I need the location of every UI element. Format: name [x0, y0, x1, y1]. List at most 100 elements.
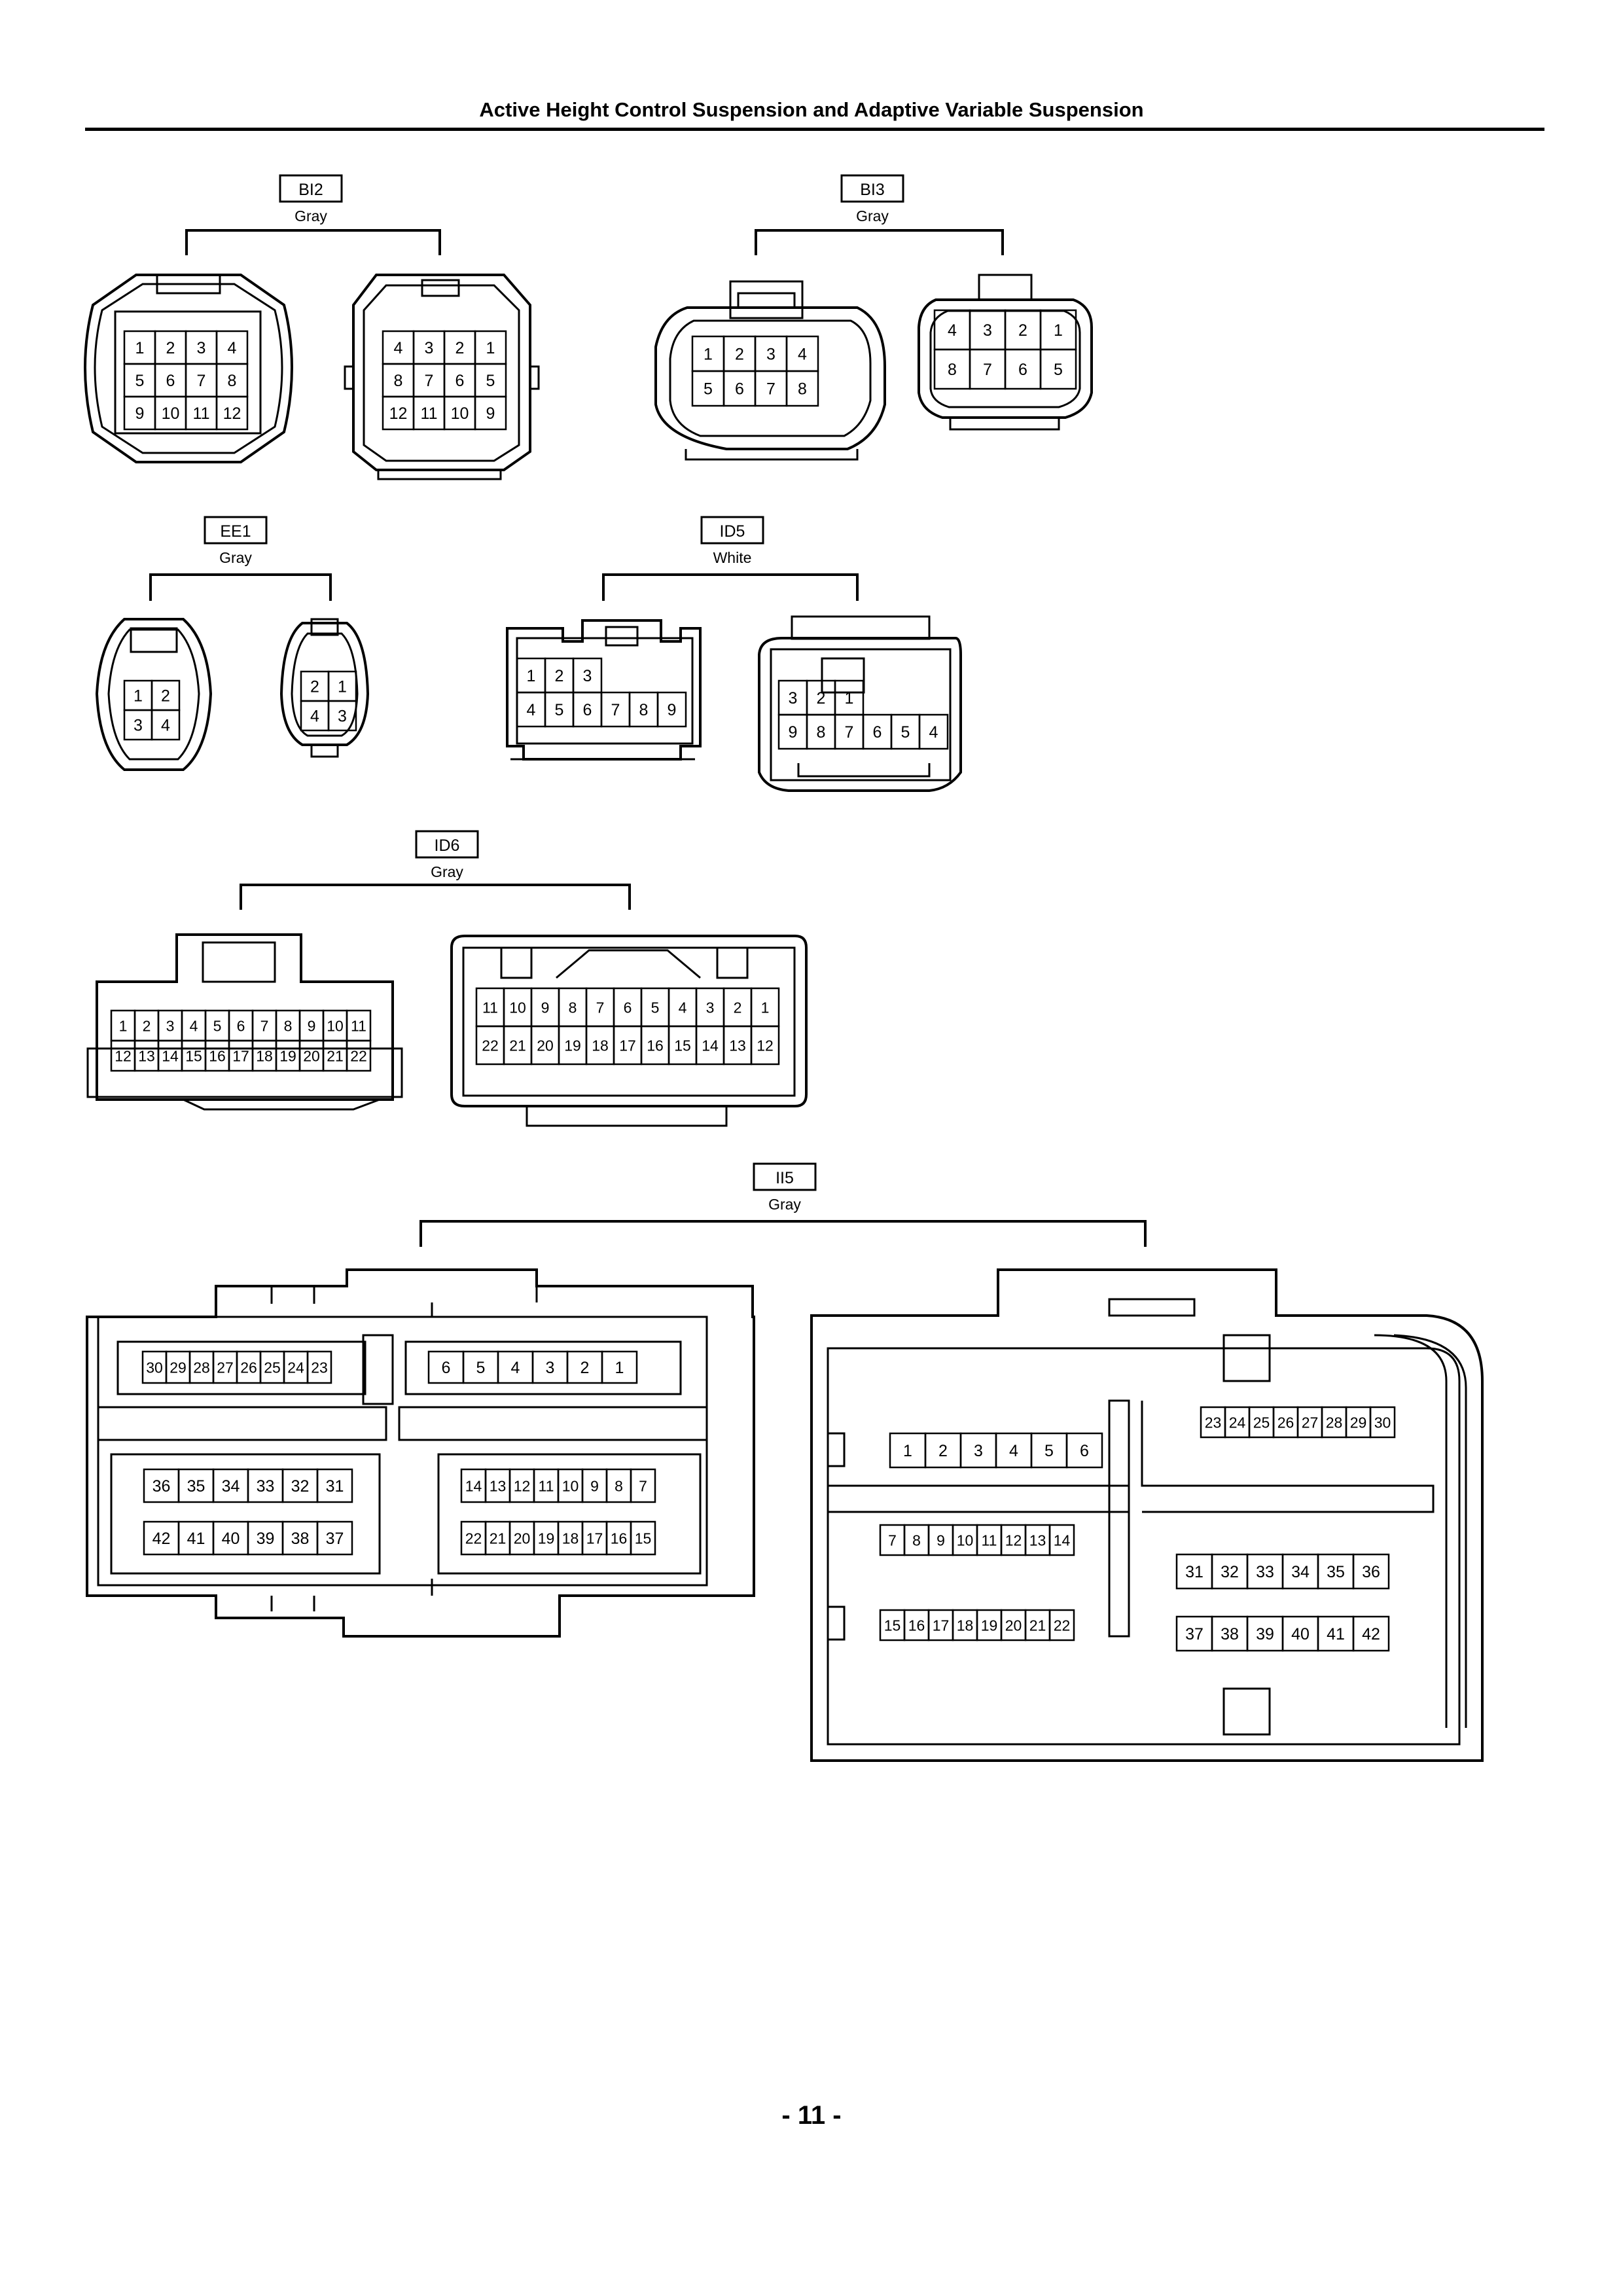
pin-number: 28	[193, 1359, 210, 1376]
pin-number: 4	[310, 708, 319, 726]
pin-number: 20	[514, 1530, 531, 1547]
pin-number: 18	[256, 1047, 273, 1064]
pin-cavity	[785, 370, 819, 407]
pin-number: 8	[817, 723, 826, 742]
pin-number: 2	[817, 689, 826, 708]
pin-number: 8	[948, 361, 957, 379]
pin-number: 9	[668, 701, 677, 719]
pin-number: 5	[135, 372, 145, 390]
pin-number: 1	[135, 339, 145, 357]
pin-number: 1	[704, 346, 713, 364]
connector-bi2-color: Gray	[294, 207, 327, 224]
pin-number: 11	[982, 1532, 997, 1549]
pin-number: 4	[511, 1359, 520, 1377]
pin-number: 6	[442, 1359, 451, 1377]
pin-number: 41	[1327, 1625, 1345, 1643]
pin-number: 22	[482, 1037, 499, 1054]
pin-number: 2	[580, 1359, 590, 1377]
pin-cavity	[1369, 1406, 1396, 1439]
pin-number: 13	[138, 1047, 155, 1064]
pin-number: 10	[451, 404, 469, 423]
pin-number: 6	[455, 372, 465, 390]
pin-number: 37	[326, 1530, 344, 1548]
pin-number: 19	[279, 1047, 296, 1064]
pin-number: 13	[490, 1477, 507, 1494]
pin-number: 27	[1302, 1414, 1319, 1431]
pin-number: 30	[1374, 1414, 1391, 1431]
pin-number: 12	[757, 1037, 774, 1054]
pin-number: 20	[1005, 1617, 1022, 1634]
pin-number: 9	[936, 1532, 945, 1549]
pin-number: 40	[1291, 1625, 1310, 1643]
pin-number: 21	[1029, 1617, 1046, 1634]
connector-id5-label: ID5 White	[602, 516, 859, 601]
pin-cavity	[656, 691, 687, 728]
pin-number: 19	[564, 1037, 581, 1054]
pin-number: 16	[209, 1047, 226, 1064]
pin-number: 14	[702, 1037, 719, 1054]
pin-number: 12	[115, 1047, 132, 1064]
pin-number: 2	[143, 1017, 151, 1034]
pin-cavity	[601, 1350, 638, 1384]
pin-cavity	[316, 1468, 353, 1503]
pin-number: 6	[873, 723, 882, 742]
pin-number: 4	[798, 346, 807, 364]
pin-number: 26	[240, 1359, 257, 1376]
pin-number: 8	[639, 701, 649, 719]
pin-number: 2	[938, 1442, 948, 1460]
header-rule	[85, 128, 1544, 131]
pin-number: 7	[197, 372, 206, 390]
pin-number: 40	[222, 1530, 240, 1548]
pin-number: 6	[583, 701, 592, 719]
pin-cavity	[630, 1520, 656, 1556]
pin-number: 39	[1256, 1625, 1274, 1643]
pin-cavity	[1039, 348, 1077, 390]
pin-number: 33	[257, 1477, 275, 1496]
pin-number: 42	[152, 1530, 171, 1548]
pin-number: 3	[546, 1359, 555, 1377]
pin-number: 38	[1221, 1625, 1239, 1643]
connector-ee1-id: EE1	[220, 522, 251, 541]
connector-ee1-color: Gray	[219, 549, 252, 566]
pin-number: 15	[185, 1047, 202, 1064]
pin-number: 1	[119, 1017, 128, 1034]
pin-number: 27	[217, 1359, 234, 1376]
pin-number: 18	[562, 1530, 579, 1547]
pin-cavity	[1048, 1524, 1075, 1556]
pin-number: 3	[134, 717, 143, 735]
pin-number: 21	[509, 1037, 526, 1054]
pin-number: 6	[237, 1017, 245, 1034]
pin-number: 17	[619, 1037, 636, 1054]
pin-number: 6	[1018, 361, 1027, 379]
connector-bi2-label: BI2 Gray	[185, 174, 441, 255]
pin-number: 30	[146, 1359, 163, 1376]
pin-number: 7	[766, 380, 776, 399]
pin-number: 4	[161, 717, 170, 735]
pin-number: 12	[1005, 1532, 1022, 1549]
pin-number: 2	[1018, 321, 1027, 340]
pin-cavity	[474, 395, 507, 431]
pin-number: 5	[213, 1017, 222, 1034]
pin-number: 1	[903, 1442, 912, 1460]
pin-number: 3	[766, 346, 776, 364]
pin-number: 10	[509, 999, 526, 1016]
pin-number: 7	[639, 1477, 647, 1494]
pin-number: 5	[651, 999, 660, 1016]
pin-number: 1	[845, 689, 854, 708]
